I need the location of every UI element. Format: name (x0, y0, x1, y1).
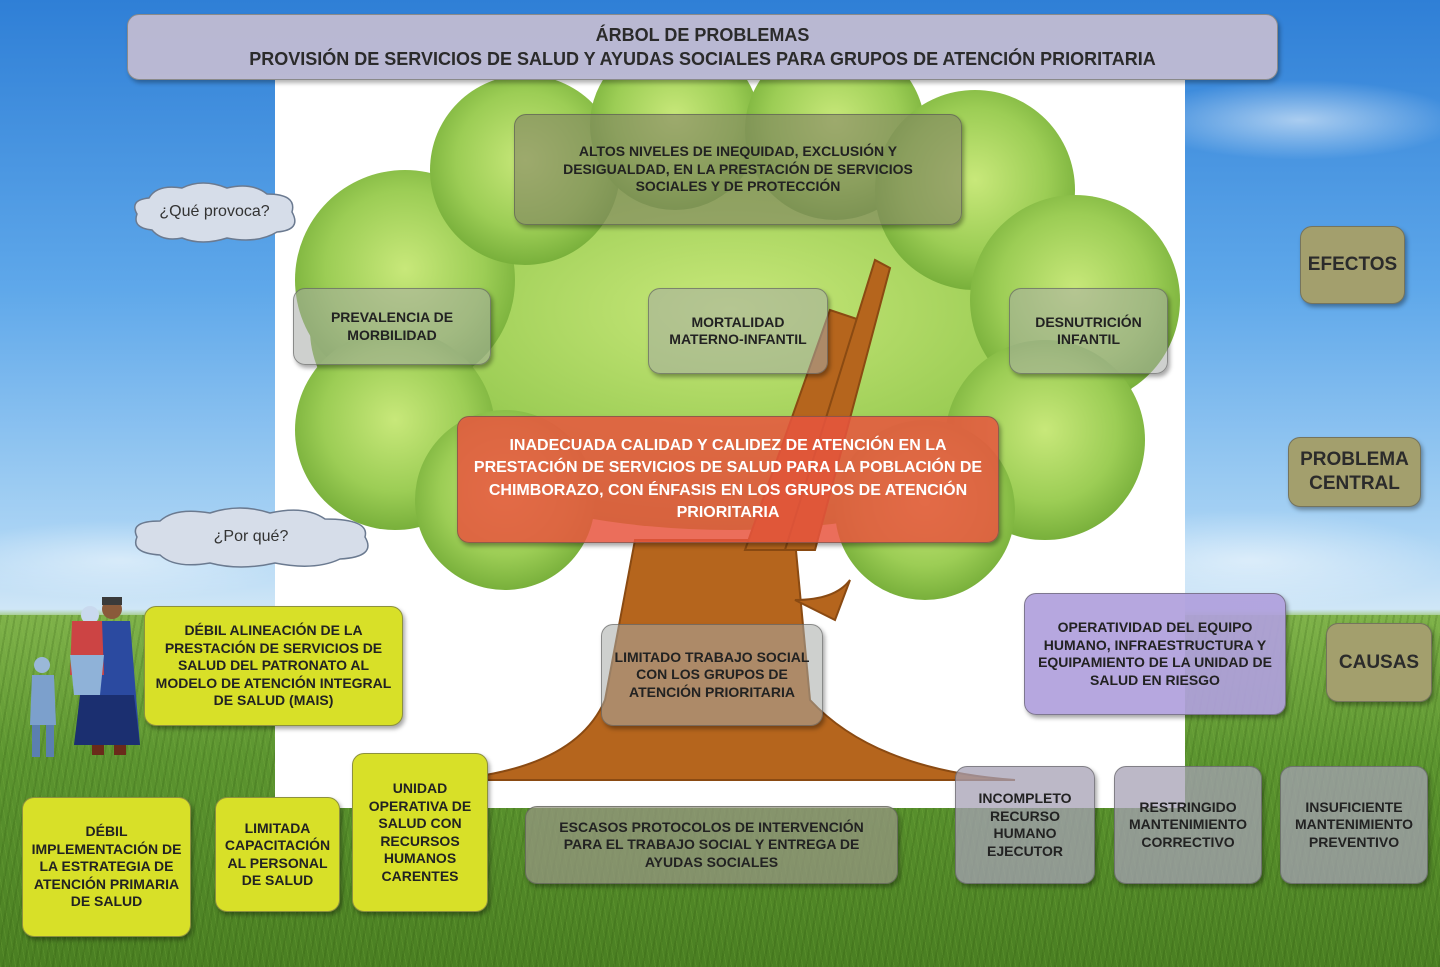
effect-mortality: MORTALIDAD MATERNO-INFANTIL (648, 288, 828, 374)
cause-operability-risk: OPERATIVIDAD DEL EQUIPO HUMANO, INFRAEST… (1024, 593, 1286, 715)
legend-causes: CAUSAS (1326, 623, 1432, 702)
cause-incomplete-hr: INCOMPLETO RECURSO HUMANO EJECUTOR (955, 766, 1095, 884)
cloud-what-causes: ¿Qué provoca? (127, 180, 302, 244)
cause-weak-alignment: DÉBIL ALINEACIÓN DE LA PRESTACIÓN DE SER… (144, 606, 403, 726)
cause-preventive-maintenance: INSUFICIENTE MANTENIMIENTO PREVENTIVO (1280, 766, 1428, 884)
cause-operative-unit: UNIDAD OPERATIVA DE SALUD CON RECURSOS H… (352, 753, 488, 912)
effect-morbidity: PREVALENCIA DE MORBILIDAD (293, 288, 491, 365)
cloud-shape-icon (134, 182, 296, 243)
title-line-1: ÁRBOL DE PROBLEMAS (595, 24, 810, 45)
legend-central-problem: PROBLEMA CENTRAL (1288, 437, 1421, 507)
cause-weak-implementation: DÉBIL IMPLEMENTACIÓN DE LA ESTRATEGIA DE… (22, 797, 191, 937)
cloud-text: ¿Por qué? (213, 528, 289, 545)
people-illustration (30, 597, 140, 757)
cause-limited-training: LIMITADA CAPACITACIÓN AL PERSONAL DE SAL… (215, 797, 340, 912)
title-banner: ÁRBOL DE PROBLEMAS PROVISIÓN DE SERVICIO… (127, 14, 1278, 80)
central-problem: INADECUADA CALIDAD Y CALIDEZ DE ATENCIÓN… (457, 416, 999, 543)
effect-malnutrition: DESNUTRICIÓN INFANTIL (1009, 288, 1168, 374)
cloud-shape-icon (134, 507, 369, 568)
cause-corrective-maintenance: RESTRINGIDO MANTENIMIENTO CORRECTIVO (1114, 766, 1262, 884)
title-line-2: PROVISIÓN DE SERVICIOS DE SALUD Y AYUDAS… (249, 49, 1156, 69)
effect-main: ALTOS NIVELES DE INEQUIDAD, EXCLUSIÓN Y … (514, 114, 962, 225)
legend-effects: EFECTOS (1300, 226, 1405, 304)
cause-scarce-protocols: ESCASOS PROTOCOLOS DE INTERVENCIÓN PARA … (525, 806, 898, 884)
cause-limited-social-work: LIMITADO TRABAJO SOCIAL CON LOS GRUPOS D… (601, 624, 823, 726)
cloud-text: ¿Qué provoca? (159, 203, 270, 220)
cloud-why: ¿Por qué? (125, 505, 377, 569)
